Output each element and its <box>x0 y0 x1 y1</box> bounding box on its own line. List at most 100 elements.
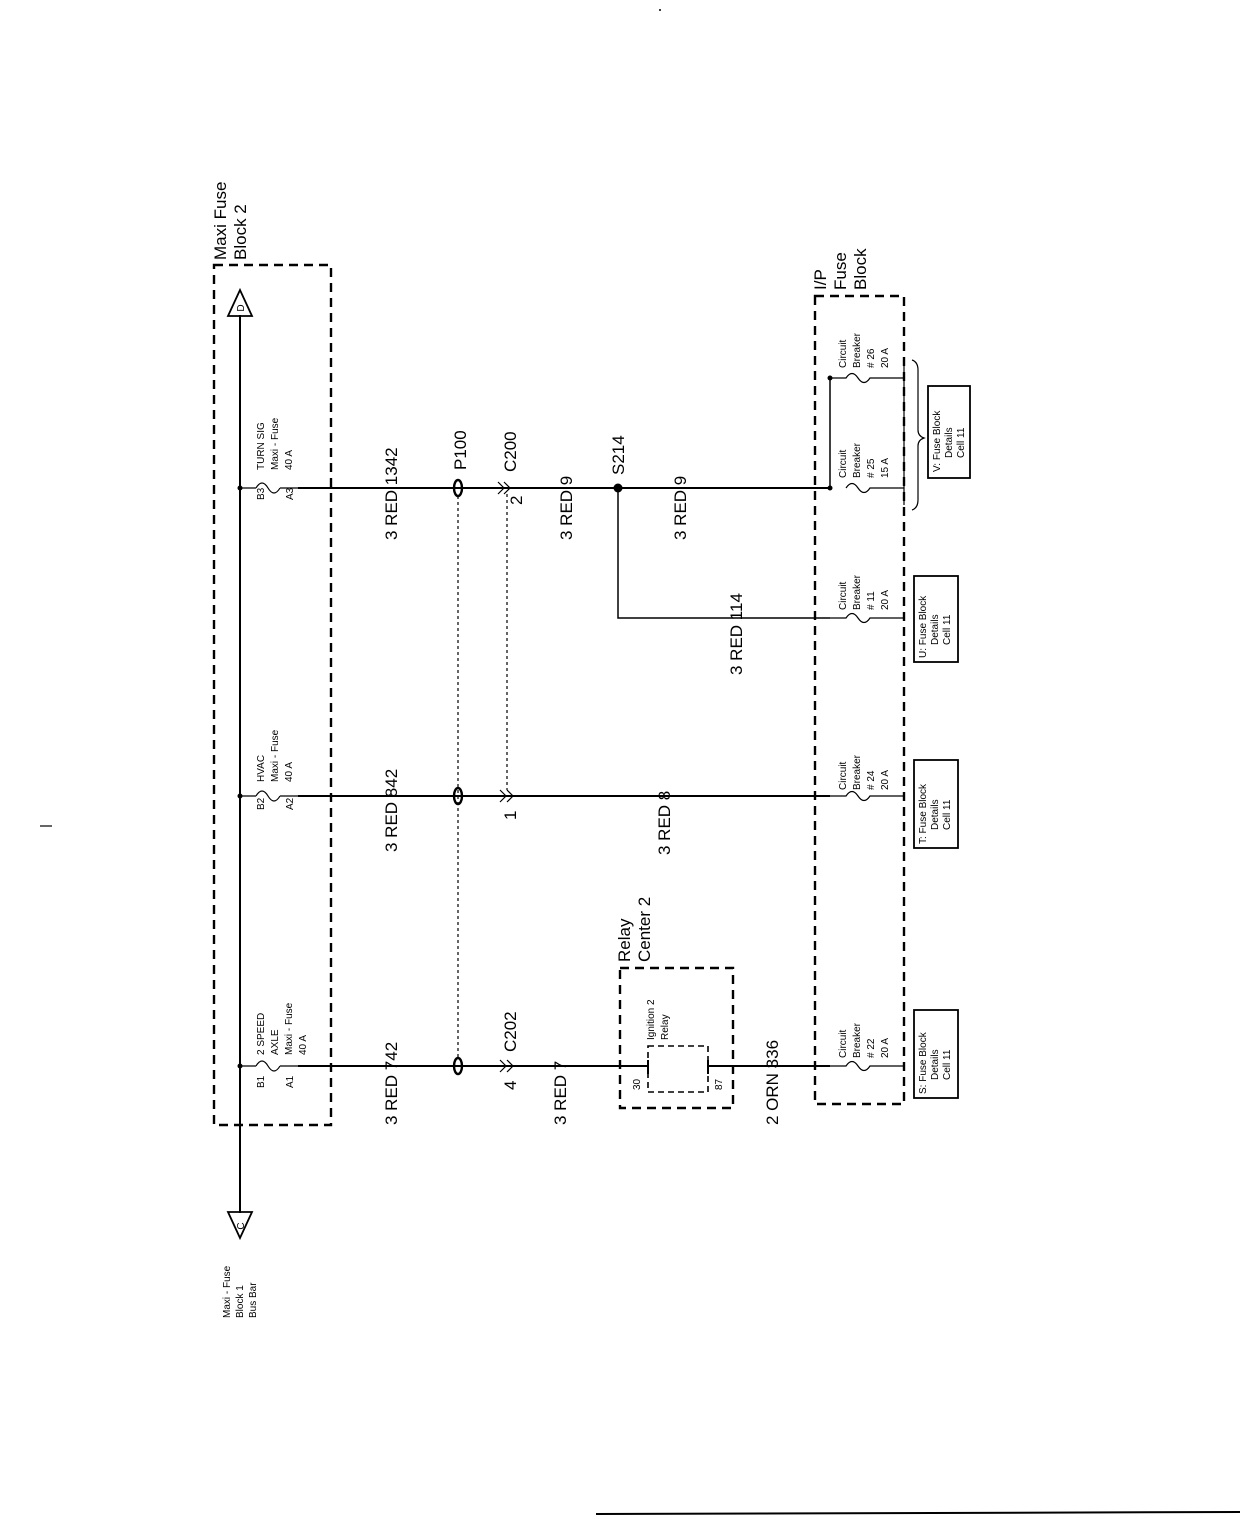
svg-text:D: D <box>236 304 247 311</box>
fuse-turn-sig: B3 A3 TURN SIG Maxi - Fuse 40 A <box>237 417 298 500</box>
connector-c200-pin1: 1 <box>499 789 520 820</box>
ip-fuse-block-outline <box>813 294 906 1106</box>
svg-text:HVAC: HVAC <box>256 755 267 782</box>
svg-text:Maxi - Fuse: Maxi - Fuse <box>284 1002 295 1055</box>
svg-text:S214: S214 <box>609 435 628 475</box>
connector-p100-row3 <box>452 1056 464 1076</box>
svg-text:I/P: I/P <box>811 269 830 290</box>
svg-text:Cell 11: Cell 11 <box>942 614 953 645</box>
connector-p100: P100 <box>451 430 470 498</box>
ref-v-fuse-block-details: V: Fuse Block Details Cell 11 <box>927 385 971 479</box>
svg-text:A1: A1 <box>285 1075 296 1088</box>
connector-c200-pin2: C200 2 <box>497 431 526 505</box>
svg-text:40 A: 40 A <box>284 762 295 782</box>
svg-text:Maxi Fuse: Maxi Fuse <box>211 182 230 260</box>
ref-s-fuse-block-details: S: Fuse Block Details Cell 11 <box>913 1009 959 1099</box>
block-1-bus-bar-label: Maxi - Fuse Block 1 Bus Bar <box>222 1265 259 1318</box>
svg-text:U: Fuse Block: U: Fuse Block <box>918 595 929 658</box>
svg-text:# 22: # 22 <box>866 1038 877 1058</box>
svg-text:T: Fuse Block: T: Fuse Block <box>918 783 929 844</box>
svg-text:TURN SIG: TURN SIG <box>256 422 267 470</box>
relay-center-2-label: Relay Center 2 <box>615 897 654 962</box>
wire-label-114: 3 RED 114 <box>727 593 746 675</box>
maxi-fuse-block-2-label: Maxi Fuse Block 2 <box>211 182 250 260</box>
wire-label-336: 2 ORN 336 <box>763 1040 782 1125</box>
svg-text:Ignition 2: Ignition 2 <box>646 999 657 1040</box>
svg-text:Circuit: Circuit <box>838 581 849 610</box>
svg-text:Cell 11: Cell 11 <box>942 1049 953 1080</box>
svg-text:B2: B2 <box>256 797 267 810</box>
svg-text:# 24: # 24 <box>866 770 877 790</box>
svg-text:2 SPEED: 2 SPEED <box>256 1013 267 1055</box>
svg-text:Bus Bar: Bus Bar <box>248 1282 259 1318</box>
svg-text:B3: B3 <box>256 487 267 500</box>
svg-text:Details: Details <box>944 427 955 458</box>
svg-text:2: 2 <box>507 496 526 505</box>
svg-text:Breaker: Breaker <box>852 754 863 790</box>
connector-c: C <box>226 1211 254 1241</box>
ref-u-fuse-block-details: U: Fuse Block Details Cell 11 <box>913 575 959 663</box>
circuit-breaker-24: Circuit Breaker # 24 20 A <box>830 754 904 802</box>
svg-text:Maxi - Fuse: Maxi - Fuse <box>270 417 281 470</box>
svg-text:Block: Block <box>851 248 870 290</box>
wire-label-9a: 3 RED 9 <box>557 476 576 540</box>
svg-text:Details: Details <box>930 1049 941 1080</box>
circuit-breaker-11: Circuit Breaker # 11 20 A <box>830 574 904 624</box>
svg-text:Details: Details <box>930 614 941 645</box>
svg-text:40 A: 40 A <box>298 1035 309 1055</box>
svg-text:Circuit: Circuit <box>838 339 849 368</box>
svg-text:Circuit: Circuit <box>838 761 849 790</box>
svg-text:S: Fuse Block: S: Fuse Block <box>918 1031 929 1094</box>
svg-text:Breaker: Breaker <box>852 1022 863 1058</box>
svg-text:Circuit: Circuit <box>838 1029 849 1058</box>
svg-text:Fuse: Fuse <box>831 252 850 290</box>
connector-d: D <box>226 287 254 317</box>
svg-text:Block 2: Block 2 <box>231 204 250 260</box>
svg-text:C202: C202 <box>501 1011 520 1052</box>
svg-text:Breaker: Breaker <box>852 442 863 478</box>
svg-text:C: C <box>236 1222 247 1229</box>
circuit-breaker-22: Circuit Breaker # 22 20 A <box>830 1022 904 1072</box>
wire-label-9b: 3 RED 9 <box>671 476 690 540</box>
svg-text:AXLE: AXLE <box>270 1029 281 1055</box>
svg-text:Cell 11: Cell 11 <box>942 799 953 830</box>
svg-text:15 A: 15 A <box>880 458 891 478</box>
svg-text:Block 1: Block 1 <box>235 1285 246 1318</box>
svg-text:A3: A3 <box>285 487 296 500</box>
svg-text:Breaker: Breaker <box>852 332 863 368</box>
wire-label-742: 3 RED 742 <box>382 1042 401 1125</box>
svg-text:# 26: # 26 <box>866 348 877 368</box>
svg-text:4: 4 <box>501 1081 520 1090</box>
svg-text:20 A: 20 A <box>880 590 891 610</box>
svg-text:87: 87 <box>714 1078 725 1090</box>
circuit-breaker-25: Circuit Breaker # 25 15 A <box>827 442 904 494</box>
svg-text:Breaker: Breaker <box>852 574 863 610</box>
maxi-fuse-block-2-outline <box>212 263 333 1127</box>
fuse-2-speed-axle: B1 A1 2 SPEED AXLE Maxi - Fuse 40 A <box>237 1002 309 1088</box>
svg-text:# 11: # 11 <box>866 591 877 610</box>
svg-text:P100: P100 <box>451 430 470 470</box>
svg-text:Center 2: Center 2 <box>635 897 654 962</box>
splice-s214: S214 <box>609 435 628 493</box>
ref-t-fuse-block-details: T: Fuse Block Details Cell 11 <box>913 759 959 849</box>
wire-label-8: 3 RED 8 <box>655 791 674 855</box>
circuit-breaker-26: Circuit Breaker # 26 20 A <box>827 332 904 384</box>
fuse-hvac: B2 A2 HVAC Maxi - Fuse 40 A <box>237 729 298 810</box>
wire-label-1342: 3 RED 1342 <box>382 447 401 540</box>
svg-text:20 A: 20 A <box>880 348 891 368</box>
relay-center-2-outline <box>618 966 735 1110</box>
svg-text:40 A: 40 A <box>284 450 295 470</box>
svg-text:Maxi - Fuse: Maxi - Fuse <box>222 1265 233 1318</box>
svg-text:Relay: Relay <box>615 918 634 962</box>
svg-text:Circuit: Circuit <box>838 449 849 478</box>
svg-text:1: 1 <box>501 811 520 820</box>
svg-text:Maxi - Fuse: Maxi - Fuse <box>270 729 281 782</box>
wire-label-7: 3 RED 7 <box>551 1061 570 1125</box>
wire-label-842: 3 RED 842 <box>382 769 401 852</box>
svg-text:30: 30 <box>632 1078 643 1090</box>
svg-text:Relay: Relay <box>660 1014 671 1040</box>
connector-c202-pin4: C202 4 <box>499 1011 520 1090</box>
svg-text:B1: B1 <box>256 1075 267 1088</box>
svg-text:# 25: # 25 <box>866 458 877 478</box>
